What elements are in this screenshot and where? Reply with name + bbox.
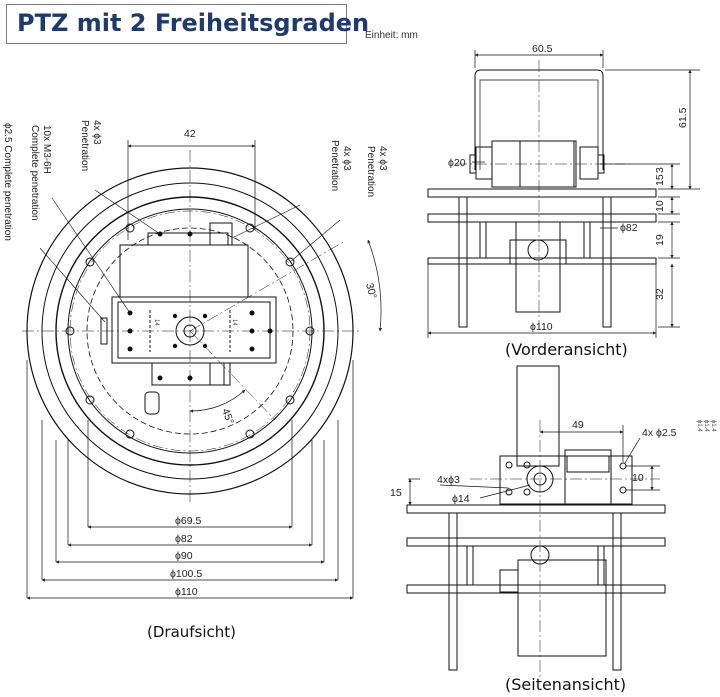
bolt-holes bbox=[65, 223, 315, 439]
top-phi100-5: ϕ100.5 bbox=[170, 568, 202, 580]
label-front-view: (Vorderansicht) bbox=[505, 340, 628, 359]
note-phi3-a-line2: Penetration bbox=[79, 120, 90, 171]
side-servo bbox=[499, 455, 633, 505]
top-phi69-5: ϕ69.5 bbox=[175, 515, 201, 527]
note-phi3-a-line1: 4x ϕ3 bbox=[91, 120, 102, 145]
top-dim-42: 42 bbox=[184, 128, 196, 140]
side-view bbox=[406, 365, 666, 680]
diameter-dims bbox=[26, 360, 354, 600]
side-dim-10: 10 bbox=[632, 472, 644, 484]
arc-45 bbox=[189, 389, 246, 413]
top-phi110: ϕ110 bbox=[175, 586, 198, 598]
top-angle-30: 30° bbox=[363, 282, 379, 300]
top-centerlines bbox=[22, 150, 360, 505]
side-mid-plate bbox=[406, 537, 666, 547]
front-mid-plate bbox=[427, 213, 657, 223]
top-view bbox=[22, 140, 383, 600]
top-mark-14-b: 14 bbox=[231, 319, 237, 326]
top-mark-14-a: 14 bbox=[153, 319, 159, 326]
side-bottom-plate bbox=[406, 584, 666, 594]
note-phi25: ϕ2.5 Complete penetration bbox=[2, 123, 13, 241]
side-dim-15: 15 bbox=[390, 487, 402, 499]
front-dims bbox=[427, 50, 700, 338]
front-dim-61-5: 61.5 bbox=[677, 107, 689, 128]
note-phi3-c-line2: 4x ϕ3 bbox=[377, 146, 388, 171]
side-dim-49: 49 bbox=[572, 419, 584, 431]
page-title: PTZ mit 2 Freiheitsgraden bbox=[17, 9, 370, 37]
front-phi110: ϕ110 bbox=[530, 321, 553, 333]
front-lower-servo bbox=[515, 221, 561, 313]
front-dim-32: 32 bbox=[654, 288, 666, 300]
side-tiny-mark-a: ϕ1.4 bbox=[696, 420, 702, 432]
note-phi3-b-line1: 4x ϕ3 bbox=[341, 146, 352, 171]
title-box: PTZ mit 2 Freiheitsgraden bbox=[6, 4, 369, 44]
note-phi3-b-line2: Penetration bbox=[329, 140, 340, 191]
front-dim-19: 19 bbox=[654, 234, 666, 246]
side-note-phi3: 4xϕ3 bbox=[437, 474, 460, 486]
side-tiny-mark-c: ϕ1.4 bbox=[710, 420, 716, 432]
top-phi82: ϕ82 bbox=[175, 533, 193, 545]
front-dim-60-5: 60.5 bbox=[532, 43, 553, 55]
front-view bbox=[427, 50, 700, 338]
note-m3-line2: Complete penetration bbox=[29, 125, 40, 221]
side-note-phi25: 4x ϕ2.5 bbox=[642, 427, 677, 439]
top-leaders bbox=[39, 189, 341, 323]
front-dim-15: 15 bbox=[654, 174, 666, 186]
front-phi20: ϕ20 bbox=[448, 157, 466, 169]
note-m3-line1: 10x M3-6H bbox=[41, 125, 52, 174]
front-dim-10: 10 bbox=[654, 200, 666, 212]
arc-30 bbox=[367, 239, 383, 332]
side-column bbox=[516, 365, 560, 467]
side-top-plate bbox=[406, 504, 666, 514]
side-dims bbox=[408, 425, 660, 506]
label-side-view: (Seitenansicht) bbox=[505, 675, 626, 694]
side-lower-servo bbox=[517, 559, 607, 657]
side-phi14: ϕ14 bbox=[452, 493, 470, 505]
side-tiny-mark-b: ϕ1.4 bbox=[703, 420, 709, 432]
top-angle-45: 45° bbox=[219, 407, 236, 426]
dim-42 bbox=[127, 140, 256, 240]
front-top-plate bbox=[427, 188, 657, 198]
label-top-view: (Draufsicht) bbox=[147, 623, 236, 641]
front-dim-3: 3 bbox=[654, 167, 666, 173]
unit-note: Einheit: mm bbox=[365, 30, 418, 41]
front-phi82: ϕ82 bbox=[620, 222, 638, 234]
note-phi3-c-line1: Penetration bbox=[365, 146, 376, 197]
top-phi90: ϕ90 bbox=[175, 550, 193, 562]
top-servo bbox=[100, 222, 277, 415]
